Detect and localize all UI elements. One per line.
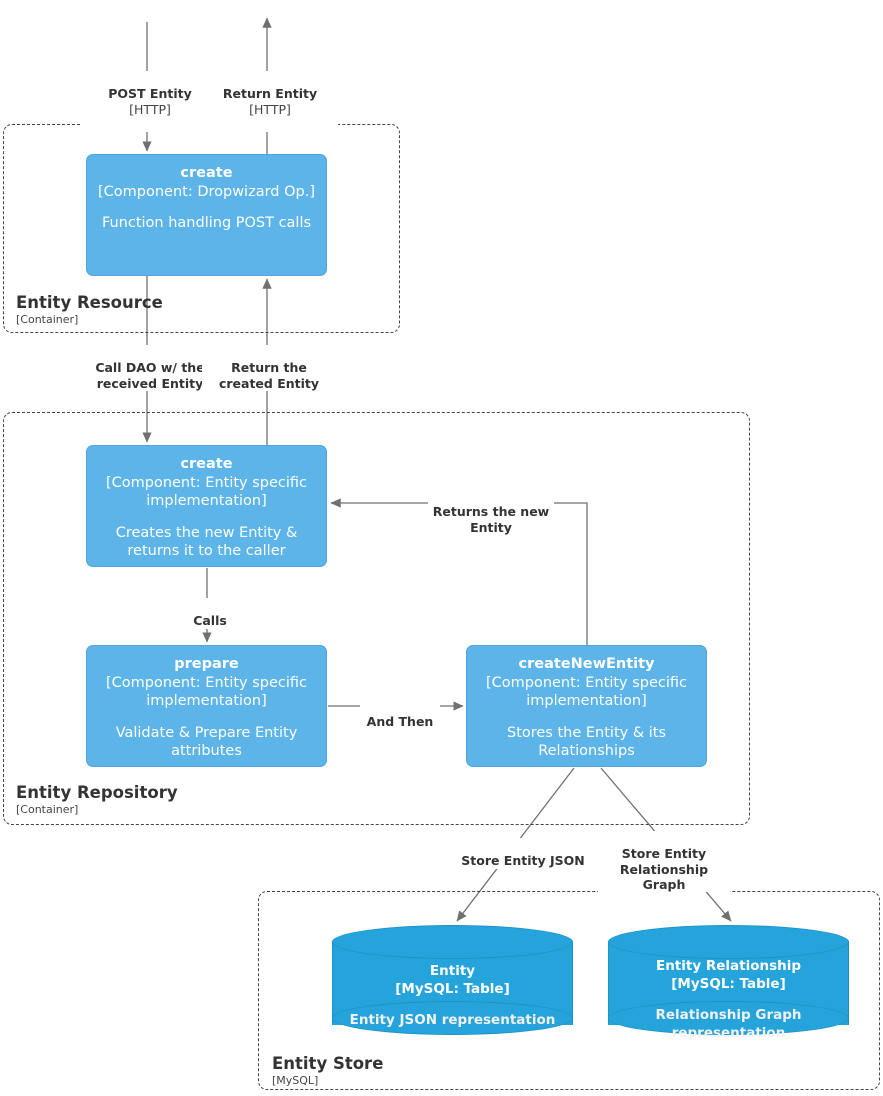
boundary-entity-store (258, 891, 880, 1090)
relationship-label-text: Return the created Entity (218, 360, 320, 391)
database-entity[interactable]: Entity [MySQL: Table] Entity JSON repres… (332, 925, 573, 1041)
component-description: Validate & Prepare Entity attributes (115, 724, 298, 760)
relationship-label-tech: [HTTP] (249, 101, 291, 117)
component-description: Creates the new Entity & returns it to t… (115, 524, 298, 560)
arrow-returns-new-entity (330, 498, 588, 646)
boundary-entity-repository-sublabel: [Container] (16, 803, 79, 816)
component-technology: [Component: Dropwizard Op.] (97, 183, 315, 200)
cylinder-top-ellipse (332, 925, 573, 959)
boundary-entity-resource-sublabel: [Container] (16, 313, 79, 326)
relationship-label-store-entity-json: Store Entity JSON (450, 838, 596, 869)
component-name: create (180, 165, 233, 181)
database-description: Entity JSON representation (349, 1012, 556, 1029)
component-name: prepare (174, 656, 239, 672)
component-repository-create-new-entity[interactable]: createNewEntity [Component: Entity speci… (466, 645, 707, 767)
boundary-entity-repository (3, 412, 750, 825)
relationship-label-post-entity: POST Entity [HTTP] (82, 71, 218, 132)
relationship-label-text: Calls (193, 613, 227, 629)
database-technology: [MySQL: Table] (395, 980, 510, 997)
boundary-entity-store-label: Entity Store (272, 1054, 384, 1073)
database-description: Relationship Graph representation (655, 1007, 802, 1041)
component-name: create (180, 456, 233, 472)
relationship-label-calls: Calls (177, 598, 243, 629)
database-technology: [MySQL: Table] (671, 975, 786, 992)
relationship-label-text: And Then (366, 714, 434, 730)
relationship-label-text: POST Entity (108, 86, 192, 102)
component-technology: [Component: Entity specific implementati… (105, 674, 308, 710)
boundary-entity-repository-label: Entity Repository (16, 783, 178, 802)
cylinder-bottom-ellipse (332, 1001, 573, 1035)
relationship-label-tech: [HTTP] (129, 101, 171, 117)
relationship-label-text: Call DAO w/ the received Entity (95, 360, 205, 391)
component-description: Stores the Entity & its Relationships (506, 724, 667, 760)
component-technology: [Component: Entity specific implementati… (485, 674, 688, 710)
cylinder-bottom-ellipse (608, 1001, 849, 1035)
relationship-label-text: Store Entity Relationship Graph (619, 846, 709, 892)
relationship-label-text: Returns the new Entity (432, 504, 550, 535)
relationship-label-and-then: And Then (360, 699, 440, 730)
database-name: Entity Relationship (655, 958, 802, 974)
boundary-entity-store-sublabel: [MySQL] (272, 1074, 319, 1087)
relationship-label-return-created-entity: Return the created Entity (202, 345, 336, 391)
component-technology: [Component: Entity specific implementati… (105, 474, 308, 510)
cylinder-top-ellipse (608, 925, 849, 959)
relationship-label-text: Return Entity (222, 86, 318, 102)
boundary-entity-resource-label: Entity Resource (16, 293, 163, 312)
database-label: Entity [MySQL: Table] Entity JSON repres… (332, 963, 573, 1030)
database-name: Entity (429, 963, 476, 979)
relationship-label-return-entity: Return Entity [HTTP] (202, 71, 338, 132)
relationship-label-text: Store Entity JSON (461, 853, 585, 869)
component-resource-create[interactable]: create [Component: Dropwizard Op.] Funct… (86, 154, 327, 276)
database-label: Entity Relationship [MySQL: Table] Relat… (608, 958, 849, 1042)
relationship-label-returns-new-entity: Returns the new Entity (428, 489, 554, 535)
component-description: Function handling POST calls (101, 215, 312, 232)
relationship-label-store-entity-relationship-graph: Store Entity Relationship Graph (598, 831, 730, 892)
component-repository-prepare[interactable]: prepare [Component: Entity specific impl… (86, 645, 327, 767)
database-entity-relationship[interactable]: Entity Relationship [MySQL: Table] Relat… (608, 925, 849, 1041)
relationship-label-call-dao: Call DAO w/ the received Entity (92, 345, 208, 391)
component-repository-create[interactable]: create [Component: Entity specific imple… (86, 445, 327, 567)
component-name: createNewEntity (518, 656, 655, 672)
